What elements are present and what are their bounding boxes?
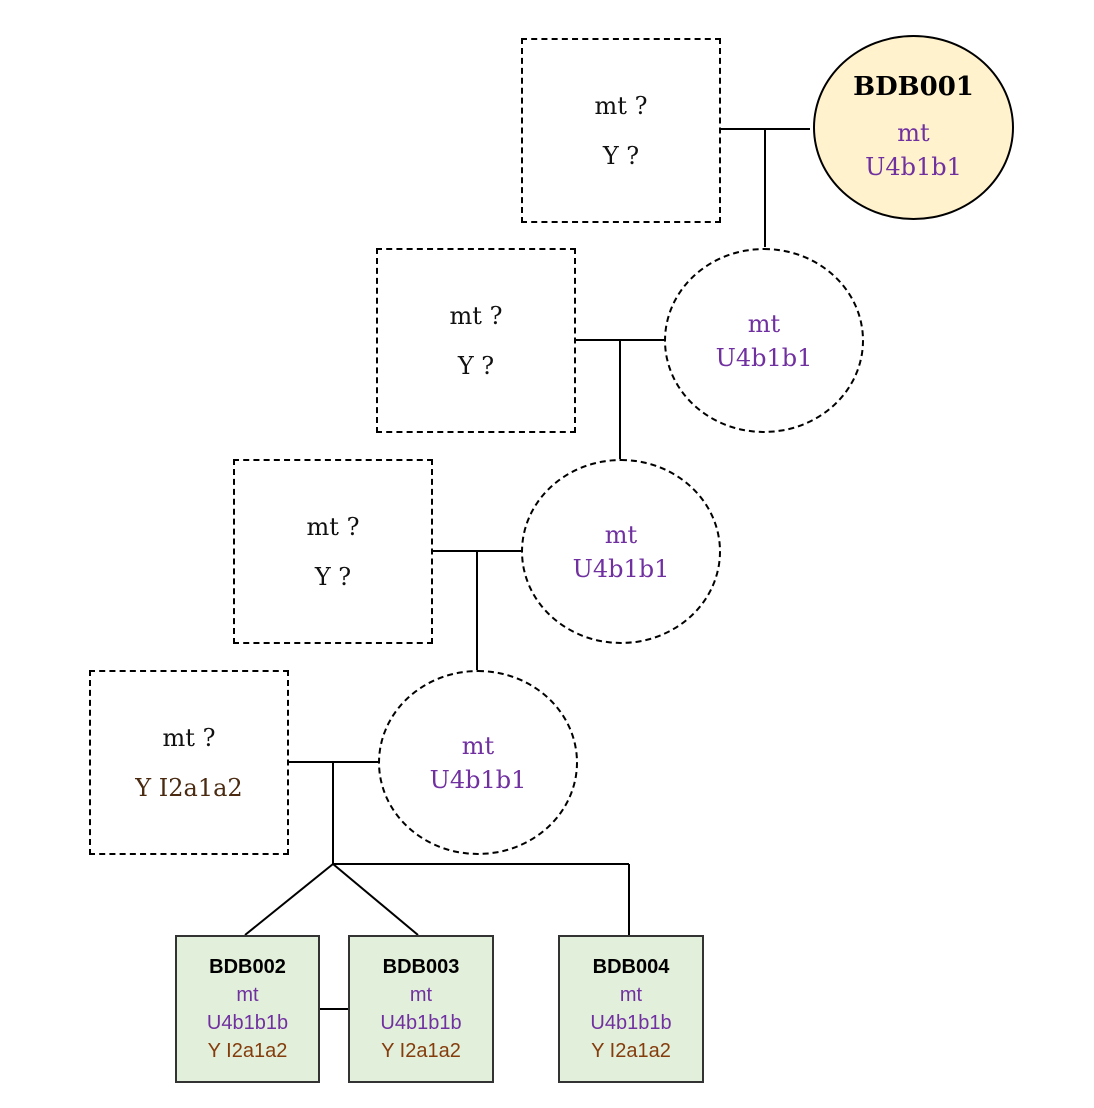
y-haplogroup: Y I2a1a2 [591,1040,671,1062]
child-bdb004: BDB004 mt U4b1b1b Y I2a1a2 [558,935,704,1083]
y-unknown: Y ? [602,141,640,170]
unknown-male-2: mt ? Y ? [376,248,576,433]
mt-value: U4b1b1b [380,1012,462,1034]
mt-value: U4b1b1b [206,1012,289,1034]
founder-id: BDB001 [853,71,974,102]
y-haplogroup: Y I2a1a2 [381,1040,461,1062]
founder-mt-label: mt [897,118,930,147]
mt-label: mt [461,731,495,760]
child-bdb002: BDB002 mt U4b1b1b Y I2a1a2 [175,935,320,1083]
unknown-male-3: mt ? Y ? [233,459,433,644]
mt-value: U4b1b1b [590,1012,672,1034]
y-haplogroup: Y I2a1a2 [135,773,243,802]
mt-value: U4b1b1 [429,765,527,794]
twin-line-right [332,863,419,936]
founder-mt-value: U4b1b1 [865,152,962,181]
mt-unknown: mt ? [162,723,216,752]
child-bdb003: BDB003 mt U4b1b1b Y I2a1a2 [348,935,494,1083]
male-ancestor-4: mt ? Y I2a1a2 [89,670,289,855]
y-unknown: Y ? [314,562,352,591]
mt-label: mt [604,520,638,549]
mt-value: U4b1b1 [715,343,813,372]
female-ancestor-2: mt U4b1b1 [664,248,864,433]
mt-unknown: mt ? [306,512,360,541]
mt-value: U4b1b1 [572,554,670,583]
founder-bdb001: BDB001 mt U4b1b1 [813,35,1014,220]
child-id: BDB004 [592,956,670,978]
female-ancestor-4: mt U4b1b1 [378,670,578,855]
mt-label: mt [747,309,781,338]
mt-unknown: mt ? [449,301,503,330]
y-unknown: Y ? [457,351,495,380]
y-haplogroup: Y I2a1a2 [207,1040,288,1062]
mt-label: mt [409,984,433,1006]
unknown-male-1: mt ? Y ? [521,38,721,223]
twin-line-left [244,863,334,936]
child-id: BDB002 [209,956,286,978]
mt-label: mt [619,984,643,1006]
mt-unknown: mt ? [594,91,648,120]
child-id: BDB003 [382,956,460,978]
mt-label: mt [236,984,259,1006]
female-ancestor-3: mt U4b1b1 [521,459,721,644]
